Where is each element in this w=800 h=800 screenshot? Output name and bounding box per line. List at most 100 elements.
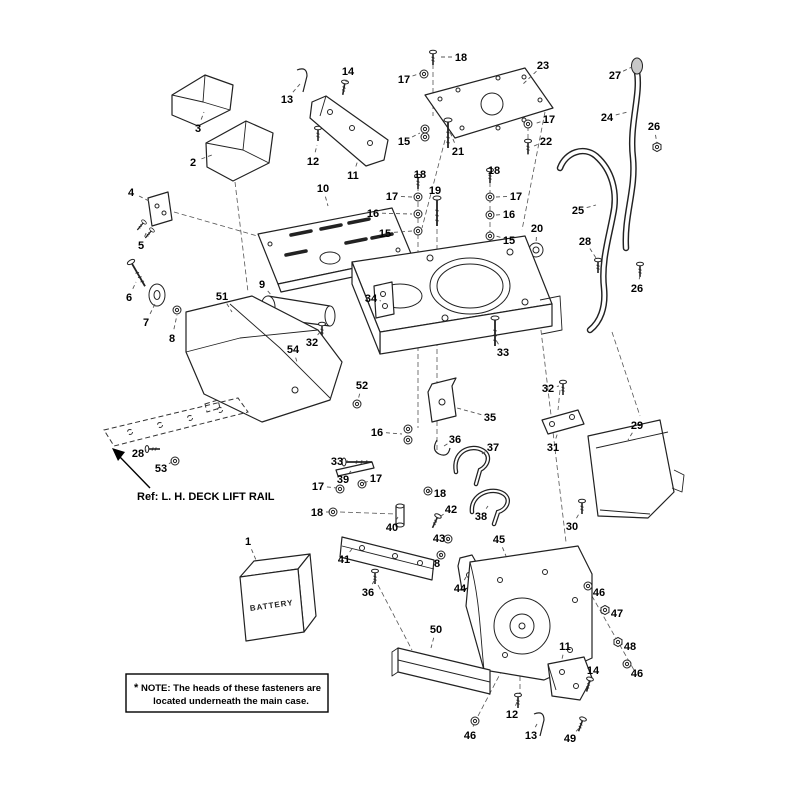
- part-handle-25: [556, 147, 618, 334]
- leader-line-5: [144, 230, 148, 237]
- leader-line-44: [463, 576, 467, 581]
- callout-3: 3: [195, 123, 201, 135]
- leader-line-15: [411, 132, 421, 138]
- fastener-28-left: [144, 444, 161, 454]
- fastener-15-left-stack: [413, 226, 423, 236]
- callout-14: 14: [342, 66, 355, 78]
- callout-13: 13: [281, 94, 293, 106]
- callout-34: 34: [365, 293, 378, 305]
- leader-line-17: [495, 195, 508, 198]
- leader-line-25: [586, 204, 597, 209]
- leader-line-7: [149, 303, 156, 315]
- callout-53: 53: [155, 463, 167, 475]
- leader-line-17: [363, 481, 368, 484]
- fastener-32-right: [558, 379, 568, 396]
- callout-29: 29: [631, 420, 643, 432]
- leader-line-24: [615, 111, 629, 116]
- fastener-12-top: [313, 125, 323, 142]
- part-bracket-34: [373, 281, 395, 319]
- fastener-22: [523, 138, 533, 155]
- fastener-5b: [142, 226, 156, 241]
- callout-9: 9: [259, 279, 265, 291]
- callout-48: 48: [624, 641, 636, 653]
- callout-28: 28: [579, 236, 591, 248]
- leader-line-15: [393, 230, 413, 233]
- leader-line-17: [533, 121, 541, 125]
- fastener-53: [170, 456, 180, 466]
- part-cover-3: [171, 74, 234, 127]
- leader-line-50: [430, 637, 435, 649]
- callout-51: 51: [216, 291, 228, 303]
- callout-36: 36: [449, 434, 461, 446]
- callout-8: 8: [169, 333, 175, 345]
- callout-40: 40: [386, 522, 398, 534]
- callout-41: 41: [338, 554, 350, 566]
- leader-line-26: [655, 134, 658, 145]
- callout-31: 31: [547, 442, 559, 454]
- part-wire-37: [453, 445, 491, 487]
- fastener-8-left: [172, 305, 182, 315]
- part-channel-41: [339, 536, 435, 581]
- callout-24: 24: [601, 112, 614, 124]
- leader-line-51: [226, 303, 233, 313]
- callout-8: 8: [434, 558, 440, 570]
- part-pulley-7: [148, 283, 166, 307]
- callout-18: 18: [488, 165, 500, 177]
- fastener-17-right: [523, 119, 533, 129]
- leader-line-2: [201, 154, 213, 160]
- callout-54: 54: [287, 344, 300, 356]
- fastener-5a: [134, 218, 148, 233]
- fastener-18-top: [428, 49, 438, 66]
- callout-17: 17: [386, 191, 398, 203]
- part-clip-36: [433, 439, 451, 456]
- part-panel-45: [465, 545, 593, 681]
- leader-line-36: [371, 580, 375, 585]
- leader-line-15: [495, 235, 501, 238]
- leader-line-46: [472, 723, 475, 727]
- leader-line-3: [200, 111, 205, 120]
- callout-39: 39: [337, 474, 349, 486]
- callout-4: 4: [128, 187, 135, 199]
- part-bracket-39: [335, 461, 375, 477]
- callout-26: 26: [631, 283, 643, 295]
- callout-15: 15: [379, 228, 391, 240]
- leader-line-16: [385, 432, 403, 435]
- deck-lift-rail-ref-label: Ref: L. H. DECK LIFT RAIL: [137, 491, 275, 503]
- leader-line-42: [440, 513, 444, 517]
- callout-18: 18: [455, 52, 467, 64]
- callout-19: 19: [429, 185, 441, 197]
- part-plate-23: [424, 67, 554, 139]
- part-bracket-4: [147, 191, 173, 227]
- callout-45: 45: [493, 534, 505, 546]
- callout-7: 7: [143, 317, 149, 329]
- callout-12: 12: [506, 709, 518, 721]
- callout-2: 2: [190, 157, 196, 169]
- leader-line-37: [479, 451, 486, 456]
- part-bracket-50: [391, 647, 491, 695]
- part-deck-lift-rail-ref: [103, 397, 249, 447]
- callout-47: 47: [611, 608, 623, 620]
- note-line-2: located underneath the main case.: [153, 696, 309, 707]
- fastener-43: [443, 534, 453, 544]
- leader-line-8: [439, 554, 441, 557]
- fastener-14-top: [338, 78, 350, 97]
- callout-18: 18: [311, 507, 323, 519]
- leader-line-1: [251, 549, 257, 561]
- callout-17: 17: [510, 191, 522, 203]
- callout-17: 17: [398, 74, 410, 86]
- callout-21: 21: [452, 146, 464, 158]
- callout-28: 28: [132, 448, 144, 460]
- callout-1: 1: [245, 536, 251, 548]
- leader-line-12: [314, 144, 318, 153]
- callout-42: 42: [445, 504, 457, 516]
- leader-line-23: [521, 70, 537, 86]
- leader-line-53: [168, 461, 173, 465]
- leader-line-27: [622, 66, 633, 72]
- part-wire-38: [469, 488, 510, 527]
- leader-line-16: [381, 212, 413, 215]
- callout-18: 18: [434, 488, 446, 500]
- leader-line-10: [324, 196, 329, 207]
- fastener-17-low-a: [335, 484, 345, 494]
- fastener-18-low-b: [328, 507, 338, 517]
